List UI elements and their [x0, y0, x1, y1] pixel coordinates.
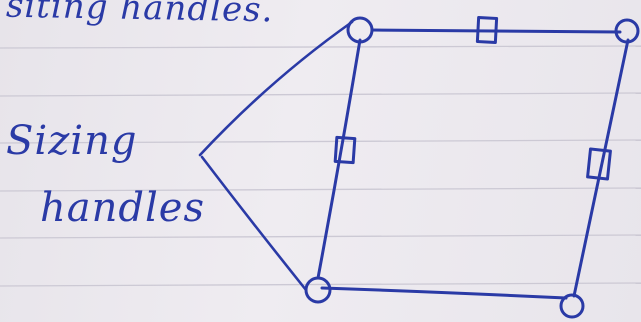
corner-handle-top-left — [346, 16, 374, 44]
pointer-line-upper — [198, 20, 354, 157]
pointer-line-lower — [200, 155, 308, 292]
edge-handle-top — [475, 16, 499, 44]
left-handles-label-line2: handles — [40, 185, 205, 231]
rule-line — [0, 45, 641, 49]
corner-handle-bottom-left — [304, 276, 332, 304]
frame-left-edge — [316, 38, 362, 280]
rule-line — [0, 92, 641, 97]
rule-line — [0, 234, 641, 239]
edge-handle-left — [333, 135, 357, 165]
edge-handle-right — [586, 147, 612, 181]
rule-line — [0, 139, 641, 144]
left-handles-label-line1: Sizing — [6, 118, 138, 164]
corner-handle-bottom-right — [559, 293, 585, 319]
corner-handle-top-right — [614, 18, 640, 44]
rule-line — [0, 187, 641, 192]
top-handles-label: siting handles. — [5, 0, 274, 31]
frame-right-edge — [572, 38, 630, 298]
ruled-lines — [0, 45, 641, 287]
frame-top-edge — [370, 28, 622, 34]
rule-line — [0, 282, 641, 287]
frame-bottom-edge — [320, 286, 568, 300]
